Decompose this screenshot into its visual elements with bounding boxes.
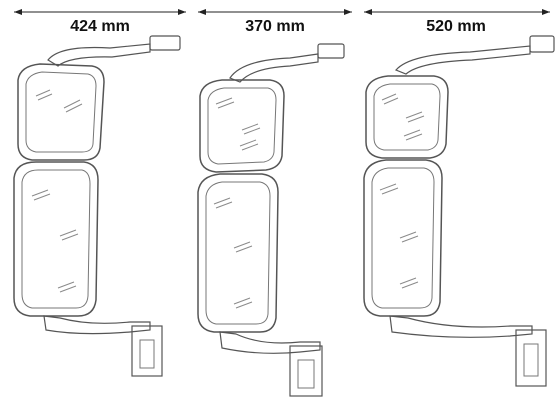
lower-arm	[43, 315, 151, 335]
dimension-arrow-right	[344, 9, 352, 15]
upper-mirror-glass	[373, 83, 441, 151]
lower-mirror-housing	[197, 173, 279, 333]
dimension-arrow-left	[198, 9, 206, 15]
lower-mirror-glass	[371, 167, 435, 309]
dimension-arrow-left	[364, 9, 372, 15]
dimension-arrow-right	[178, 9, 186, 15]
mirror-width-label-3: 520 mm	[422, 18, 490, 36]
mirror-drawing-3	[363, 9, 555, 387]
upper-arm	[47, 43, 151, 67]
upper-mirror-housing	[17, 63, 105, 161]
dimension-arrow-right	[542, 9, 550, 15]
lower-mount-bracket	[515, 329, 547, 387]
mirror-width-label-2: 370 mm	[241, 18, 309, 36]
mirror-panel-3: 520 mm	[360, 0, 559, 401]
mirror-panel-1: 424 mm	[0, 0, 190, 401]
lower-arm	[389, 315, 533, 338]
dimension-arrow-left	[14, 9, 22, 15]
upper-arm	[394, 45, 531, 75]
mirror-width-label-1: 424 mm	[66, 18, 134, 36]
glass-reflection-marks	[31, 89, 83, 293]
mirror-drawing-1	[13, 9, 186, 377]
lower-mirror-glass	[205, 181, 271, 325]
mirror-drawing-2	[197, 9, 352, 397]
upper-mirror-glass	[25, 71, 97, 153]
mount-detail	[523, 343, 539, 377]
upper-mount-bracket	[317, 43, 345, 59]
upper-arm	[229, 53, 319, 83]
mirror-panel-2: 370 mm	[190, 0, 360, 401]
upper-mirror-housing	[365, 75, 449, 159]
mount-detail	[139, 339, 155, 369]
lower-mirror-housing	[363, 159, 443, 317]
lower-arm	[219, 331, 321, 354]
upper-mount-bracket	[149, 35, 181, 51]
lower-mirror-glass	[21, 169, 91, 309]
lower-mirror-housing	[13, 161, 99, 317]
glass-reflection-marks	[379, 93, 425, 289]
upper-mirror-housing	[199, 79, 285, 173]
upper-mirror-glass	[207, 87, 277, 165]
glass-reflection-marks	[213, 97, 261, 309]
upper-mount-bracket	[529, 35, 555, 53]
mount-detail	[297, 359, 315, 389]
lower-mount-bracket	[289, 345, 323, 397]
lower-mount-bracket	[131, 325, 163, 377]
